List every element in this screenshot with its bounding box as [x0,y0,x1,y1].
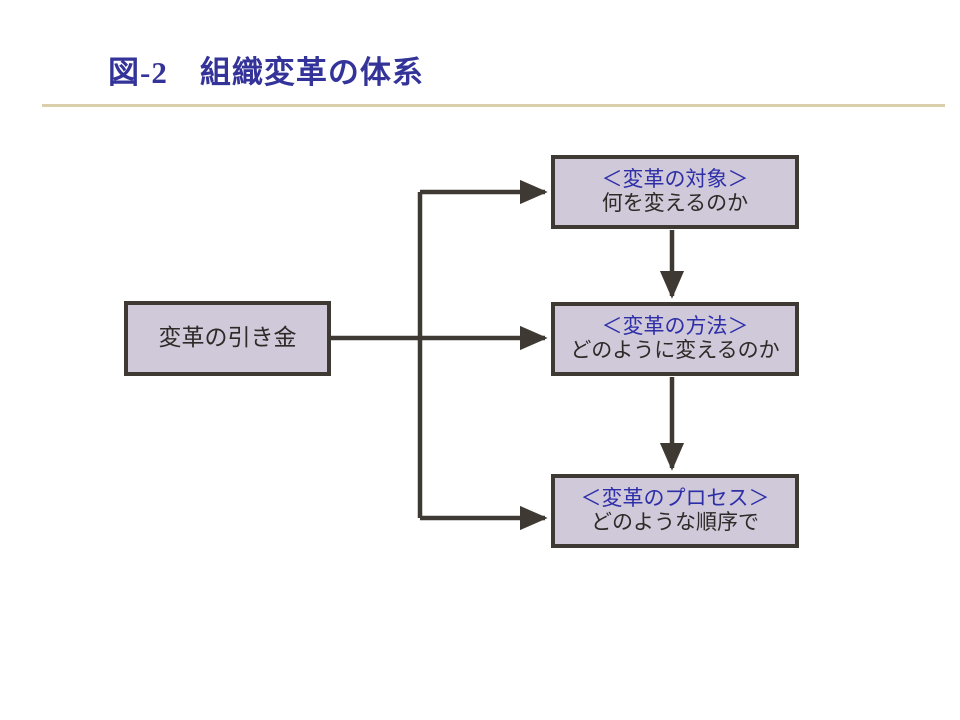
node-object-subtext: 何を変えるのか [601,191,749,215]
node-method-subtext: どのように変えるのか [570,338,780,362]
node-method-heading: ＜変革の方法＞ [601,314,749,339]
node-process-subtext: どのような順序で [591,510,759,534]
node-trigger-label: 変革の引き金 [158,325,297,351]
node-change-trigger[interactable]: 変革の引き金 [124,301,331,376]
node-change-method[interactable]: ＜変革の方法＞ どのように変えるのか [551,302,799,376]
node-object-heading: ＜変革の対象＞ [601,167,749,192]
page-title: 図-2 組織変革の体系 [108,55,424,90]
node-change-process[interactable]: ＜変革のプロセス＞ どのような順序で [551,474,799,548]
node-process-heading: ＜変革のプロセス＞ [580,486,770,511]
node-change-object[interactable]: ＜変革の対象＞ 何を変えるのか [551,155,799,229]
title-divider [42,104,945,107]
